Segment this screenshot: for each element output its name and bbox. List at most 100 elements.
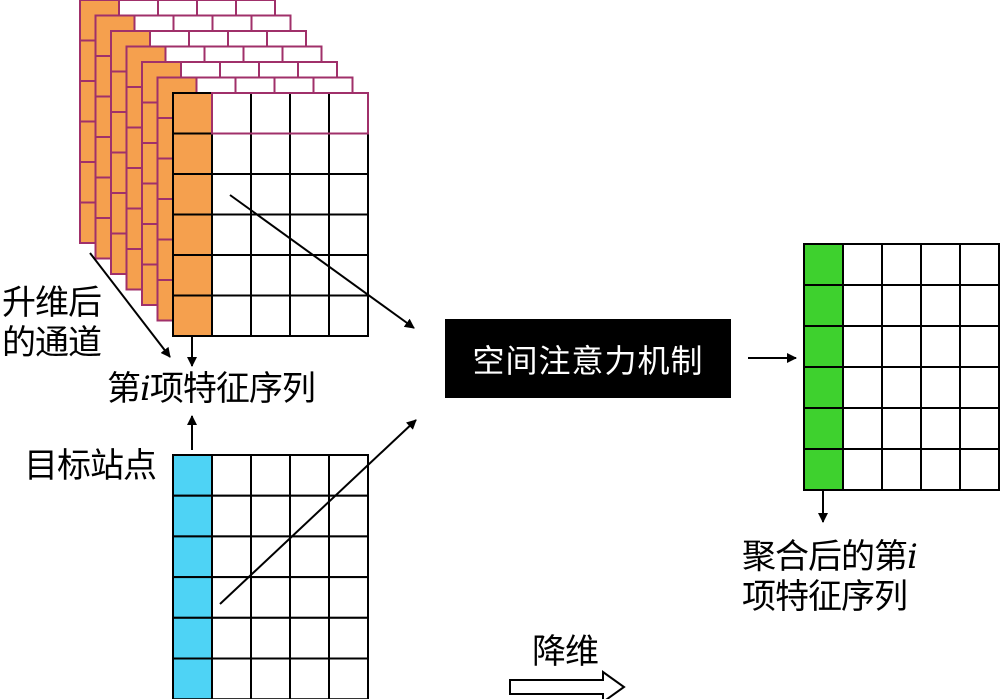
channel-front-cell bbox=[250, 173, 291, 216]
aggregated-cell bbox=[881, 366, 922, 409]
target-cell bbox=[289, 494, 330, 538]
target-cell bbox=[328, 657, 369, 699]
channel-front-cell bbox=[328, 132, 369, 175]
aggregated-cell bbox=[881, 325, 922, 368]
channel-front-cell bbox=[328, 213, 369, 256]
aggregated-accent-cell bbox=[803, 284, 844, 327]
channel-front-cell bbox=[250, 254, 291, 297]
channel-front-cell bbox=[289, 213, 330, 256]
channel-front-cell bbox=[289, 173, 330, 216]
aggregated-cell bbox=[920, 407, 961, 450]
target-accent-cell bbox=[172, 576, 213, 619]
aggregated-cell bbox=[842, 366, 883, 409]
channel-front-accent-cell bbox=[172, 92, 213, 135]
channel-front-cell bbox=[211, 294, 252, 337]
spatial-attention-block: 空间注意力机制 bbox=[445, 319, 731, 398]
target-cell bbox=[211, 535, 252, 579]
aggregated-cell bbox=[842, 243, 883, 286]
channel-front-cell bbox=[211, 173, 252, 216]
aggregated-cell bbox=[920, 448, 961, 491]
target-accent-cell bbox=[172, 454, 213, 497]
aggregated-cell bbox=[920, 243, 961, 286]
target-cell bbox=[211, 576, 252, 619]
target-cell bbox=[328, 454, 369, 497]
target-cell bbox=[250, 616, 291, 660]
attention-label: 空间注意力机制 bbox=[472, 341, 704, 380]
stack-edge-arrow bbox=[89, 252, 171, 358]
aggregated-cell bbox=[881, 448, 922, 491]
channel-front-cell bbox=[250, 294, 291, 337]
target-cell bbox=[250, 657, 291, 699]
aggregated-cell bbox=[842, 407, 883, 450]
target-cell bbox=[289, 576, 330, 619]
aggregated-cell bbox=[842, 448, 883, 491]
target-cell bbox=[289, 454, 330, 497]
target-cell bbox=[328, 576, 369, 619]
aggregated-cell bbox=[881, 243, 922, 286]
aggregated-feature-grid bbox=[803, 243, 1000, 491]
channel-front-cell bbox=[211, 254, 252, 297]
channel-front-cell bbox=[211, 92, 252, 135]
aggregated-cell bbox=[842, 284, 883, 327]
channel-front-cell bbox=[328, 294, 369, 337]
aggregated-cell bbox=[920, 325, 961, 368]
aggregated-cell bbox=[959, 366, 1000, 409]
target-to-attention-arrow bbox=[219, 419, 417, 605]
channel-front-top-border bbox=[211, 92, 369, 135]
channel-front-cell bbox=[250, 92, 291, 135]
channel-front-cell bbox=[328, 173, 369, 216]
target-cell bbox=[211, 616, 252, 660]
target-cell bbox=[250, 576, 291, 619]
channel-front-accent-cell bbox=[172, 254, 213, 297]
channel-front-cell bbox=[289, 294, 330, 337]
aggregated-feature-label: 聚合后的第i 项特征序列 bbox=[742, 537, 918, 617]
target-accent-cell bbox=[172, 616, 213, 660]
target-cell bbox=[328, 494, 369, 538]
target-station-grid bbox=[172, 454, 369, 699]
dim-reduction-label: 降维 bbox=[532, 632, 599, 672]
aggregated-cell bbox=[920, 284, 961, 327]
channel-front-accent-cell bbox=[172, 132, 213, 175]
target-station-label: 目标站点 bbox=[24, 446, 157, 486]
hollow-right-arrow-icon bbox=[509, 670, 626, 699]
target-cell bbox=[289, 535, 330, 579]
channel-front-cell bbox=[328, 92, 369, 135]
aggregated-cell bbox=[842, 325, 883, 368]
upscaled-channels-label: 升维后 的通道 bbox=[2, 283, 102, 363]
aggregated-cell bbox=[959, 284, 1000, 327]
channel-front-cell bbox=[289, 132, 330, 175]
target-cell bbox=[289, 616, 330, 660]
target-cell bbox=[328, 616, 369, 660]
channel-front-cell bbox=[289, 254, 330, 297]
channel-front-cell bbox=[211, 213, 252, 256]
aggregated-cell bbox=[881, 407, 922, 450]
target-cell bbox=[211, 657, 252, 699]
aggregated-cell bbox=[959, 325, 1000, 368]
aggregated-cell bbox=[959, 243, 1000, 286]
aggregated-cell bbox=[920, 366, 961, 409]
aggregated-accent-cell bbox=[803, 366, 844, 409]
target-accent-cell bbox=[172, 657, 213, 699]
feature-sequence-label: 第i项特征序列 bbox=[107, 369, 316, 409]
channel-front-cell bbox=[211, 132, 252, 175]
channel-to-attention-arrow bbox=[229, 194, 415, 329]
channel-front-cell bbox=[250, 132, 291, 175]
channel-front-accent-cell bbox=[172, 294, 213, 337]
channel-front-accent-cell bbox=[172, 173, 213, 216]
target-accent-cell bbox=[172, 494, 213, 538]
target-cell bbox=[211, 494, 252, 538]
target-cell bbox=[211, 454, 252, 497]
target-cell bbox=[328, 535, 369, 579]
aggregated-accent-cell bbox=[803, 407, 844, 450]
target-cell bbox=[250, 494, 291, 538]
aggregated-cell bbox=[959, 407, 1000, 450]
aggregated-accent-cell bbox=[803, 325, 844, 368]
aggregated-accent-cell bbox=[803, 448, 844, 491]
channel-front-accent-cell bbox=[172, 213, 213, 256]
upscaled-channel-stack bbox=[79, 0, 369, 337]
target-cell bbox=[289, 657, 330, 699]
aggregated-cell bbox=[881, 284, 922, 327]
channel-front-cell bbox=[289, 92, 330, 135]
target-accent-cell bbox=[172, 535, 213, 579]
